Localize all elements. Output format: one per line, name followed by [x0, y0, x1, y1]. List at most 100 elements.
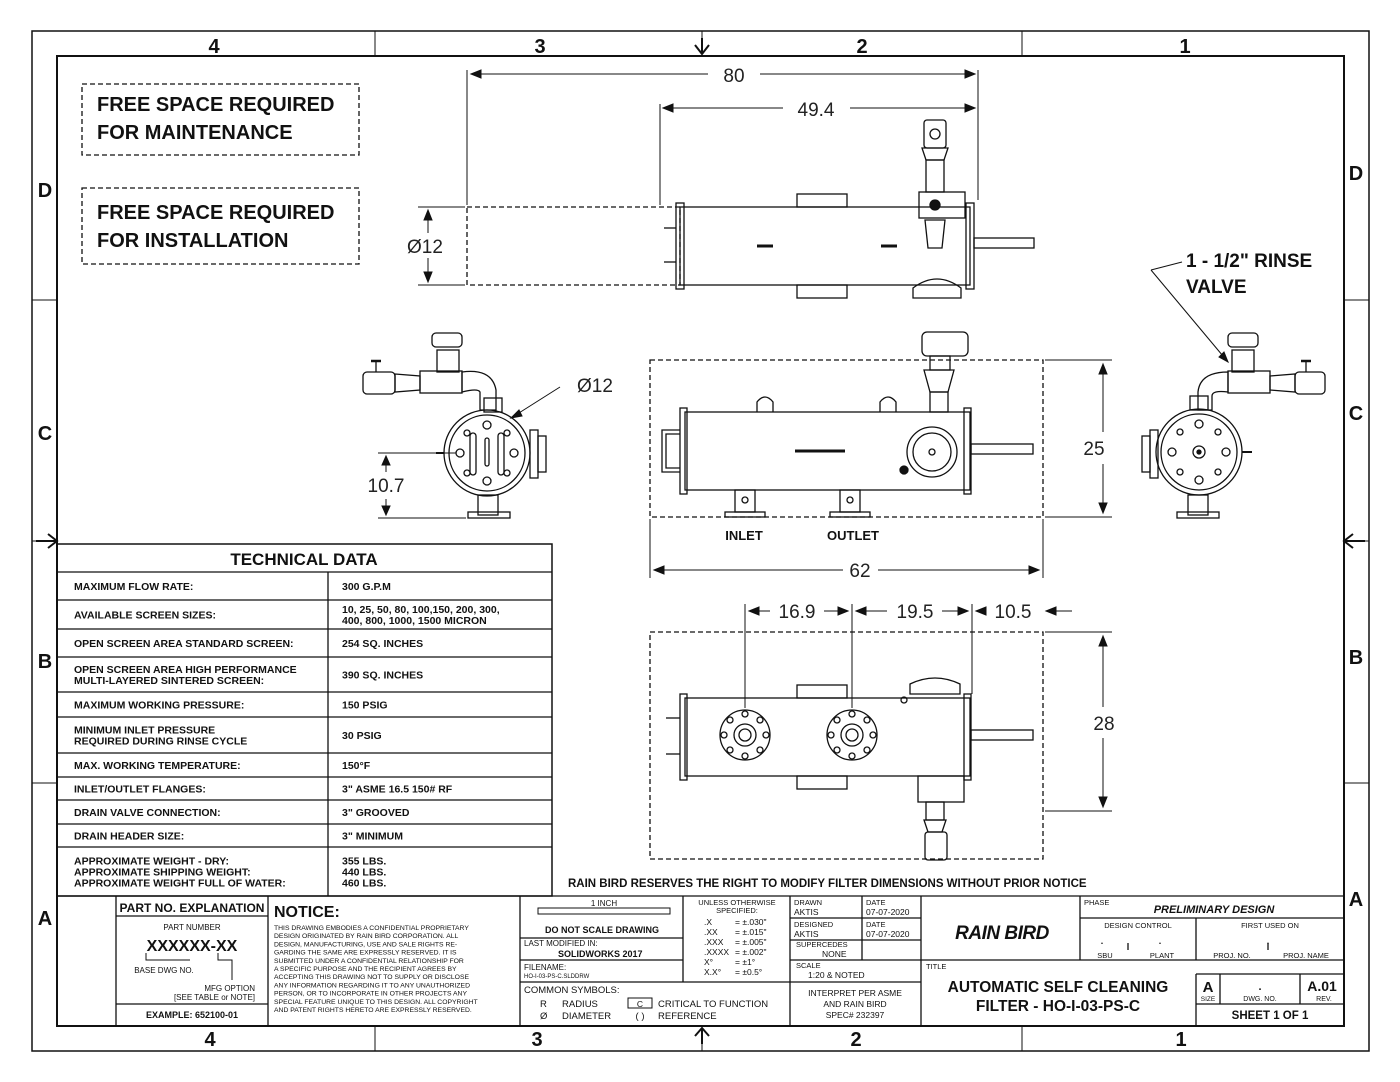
- size-value: A: [1203, 979, 1214, 996]
- zone-bottom-1: 1: [1175, 1029, 1186, 1051]
- center-arrow-bottom: [694, 1026, 710, 1044]
- symbol-radius-sym: R: [540, 999, 547, 1010]
- dim-bottom-a: 16.9: [779, 602, 816, 623]
- symbol-diameter-desc: DIAMETER: [562, 1011, 611, 1022]
- tolerance-header-2: SPECIFIED:: [716, 906, 758, 915]
- tech-row-value: 254 SQ. INCHES: [342, 638, 423, 650]
- common-symbols-label: COMMON SYMBOLS:: [524, 985, 620, 996]
- tech-row-value: 400, 800, 1000, 1500 MICRON: [342, 615, 487, 627]
- tech-row-label: DRAIN VALVE CONNECTION:: [74, 807, 221, 819]
- scale-bar-label: 1 INCH: [591, 899, 617, 908]
- symbol-critical-sym: C: [637, 999, 643, 1009]
- phase-label: PHASE: [1084, 898, 1109, 907]
- title-line2: FILTER - HO-I-03-PS-C: [976, 998, 1140, 1015]
- tolerance-value: = ±.015": [735, 927, 767, 937]
- installation-note-box: [81, 187, 360, 265]
- tech-row-label: OPEN SCREEN AREA HIGH PERFORMANCE: [74, 664, 297, 676]
- zone-right-B: B: [1349, 647, 1363, 669]
- technical-data-table: TECHNICAL DATA MAXIMUM FLOW RATE:300 G.P…: [56, 543, 553, 897]
- dim-left-diameter: Ø12: [577, 376, 613, 397]
- designed-label: DESIGNED: [794, 920, 834, 929]
- dwg-no-label: DWG. NO.: [1243, 996, 1276, 1003]
- zone-left-C: C: [38, 423, 52, 445]
- filename-value: HO-I-03-PS-C.SLDDRW: [524, 974, 590, 980]
- notice-line: THIS DRAWING EMBODIES A CONFIDENTIAL PRO…: [274, 925, 469, 932]
- zone-bottom-4: 4: [204, 1029, 216, 1051]
- notice-line: DESIGN ORIGINATED BY RAIN BIRD CORPORATI…: [274, 933, 459, 940]
- zone-left-A: A: [38, 908, 52, 930]
- tech-row-label: APPROXIMATE SHIPPING WEIGHT:: [74, 867, 251, 879]
- tech-row-label: AVAILABLE SCREEN SIZES:: [74, 610, 216, 622]
- phase-value: PRELIMINARY DESIGN: [1154, 904, 1276, 916]
- rain-bird-logo: RAIN BIRD: [955, 923, 1049, 944]
- dwg-no-value: .: [1258, 981, 1261, 993]
- tolerance-key: .XXX: [704, 937, 724, 947]
- tolerance-value: = ±.030": [735, 917, 767, 927]
- title-block: [57, 895, 1344, 1026]
- do-not-scale: DO NOT SCALE DRAWING: [545, 925, 659, 935]
- zone-bottom-3: 3: [531, 1029, 542, 1051]
- scale-value: 1:20 & NOTED: [808, 970, 865, 980]
- technical-data-title: TECHNICAL DATA: [230, 550, 377, 569]
- dim-body-length: 49.4: [798, 100, 835, 121]
- tech-row-label: DRAIN HEADER SIZE:: [74, 831, 184, 843]
- label-inlet: INLET: [725, 528, 763, 543]
- proj-name-label: PROJ. NAME: [1283, 951, 1329, 960]
- notice-line: PERSON, OR TO INCORPORATE IN OTHER PROJE…: [274, 991, 467, 998]
- notice-line: DESIGN, MANUFACTURING, USE AND SALE RIGH…: [274, 941, 457, 948]
- notice-line: GARDING THE SAME ARE EXPRESSLY RESERVED.…: [274, 950, 457, 957]
- mfg-option-label: MFG OPTION: [204, 984, 255, 993]
- supercedes-label: SUPERCEDES: [796, 940, 848, 949]
- front-view: [649, 331, 1044, 518]
- notice-line: ACCEPTING THIS DRAWING NOT TO SUPPLY OR …: [274, 974, 469, 981]
- tolerance-key: .X: [704, 917, 712, 927]
- plant-label: PLANT: [1150, 951, 1175, 960]
- designed-date-label: DATE: [866, 920, 885, 929]
- tech-row-label: REQUIRED DURING RINSE CYCLE: [74, 736, 247, 748]
- tech-row-label: INLET/OUTLET FLANGES:: [74, 784, 206, 796]
- maintenance-note-line2: FOR MAINTENANCE: [97, 122, 293, 144]
- tech-row-value: 10, 25, 50, 80, 100,150, 200, 300,: [342, 604, 500, 616]
- last-modified-label: LAST MODIFIED IN:: [524, 939, 598, 948]
- plant-value: .: [1159, 936, 1162, 946]
- dim-front-length: 62: [849, 561, 870, 582]
- rev-value: A.01: [1307, 978, 1337, 994]
- proj-no-value: .: [1267, 936, 1270, 946]
- drawn-date: 07-07-2020: [866, 907, 910, 917]
- symbol-radius-desc: RADIUS: [562, 999, 598, 1010]
- tech-row-value: 30 PSIG: [342, 730, 382, 742]
- maintenance-note-box: [81, 83, 360, 156]
- installation-note-line1: FREE SPACE REQUIRED: [97, 202, 334, 224]
- front-dimensions: [649, 359, 1112, 578]
- tolerance-value: = ±.005": [735, 937, 767, 947]
- label-outlet: OUTLET: [827, 528, 879, 543]
- notice-line: ANY INFORMATION REGARDING IT TO ANY UNAU…: [274, 982, 470, 989]
- zone-top-2: 2: [856, 36, 867, 58]
- tech-row-label: APPROXIMATE WEIGHT - DRY:: [74, 856, 229, 868]
- tech-row-value: 3" ASME 16.5 150# RF: [342, 784, 453, 796]
- tech-row-value: 150 PSIG: [342, 700, 388, 712]
- sbu-label: SBU: [1097, 951, 1112, 960]
- critical-symbol-box: [627, 997, 653, 1009]
- zone-right-D: D: [1349, 163, 1363, 185]
- supercedes-value: NONE: [822, 949, 847, 959]
- tolerance-value: = ±1°: [735, 957, 755, 967]
- first-used-on-label: FIRST USED ON: [1241, 921, 1299, 930]
- notice-line: SUBMITTED UNDER A CONFIDENTIAL RELATIONS…: [274, 958, 464, 965]
- symbol-critical-desc: CRITICAL TO FUNCTION: [658, 999, 768, 1010]
- part-number-code: XXXXXX-XX: [147, 938, 238, 955]
- interpret-line3: SPEC# 232397: [826, 1010, 885, 1020]
- designed-date: 07-07-2020: [866, 929, 910, 939]
- top-dimensions: [418, 69, 979, 286]
- sheet-value: SHEET 1 OF 1: [1232, 1010, 1309, 1022]
- tech-row-label: OPEN SCREEN AREA STANDARD SCREEN:: [74, 638, 294, 650]
- tech-row-label: APPROXIMATE WEIGHT FULL OF WATER:: [74, 878, 286, 890]
- part-no-example: EXAMPLE: 652100-01: [146, 1010, 238, 1020]
- drawn-value: AKTIS: [794, 907, 819, 917]
- dim-left-height: 10.7: [368, 476, 405, 497]
- tolerance-key: X°: [704, 957, 713, 967]
- bottom-view: [649, 631, 1044, 861]
- interpret-line1: INTERPRET PER ASME: [808, 988, 902, 998]
- top-view: [466, 119, 1035, 299]
